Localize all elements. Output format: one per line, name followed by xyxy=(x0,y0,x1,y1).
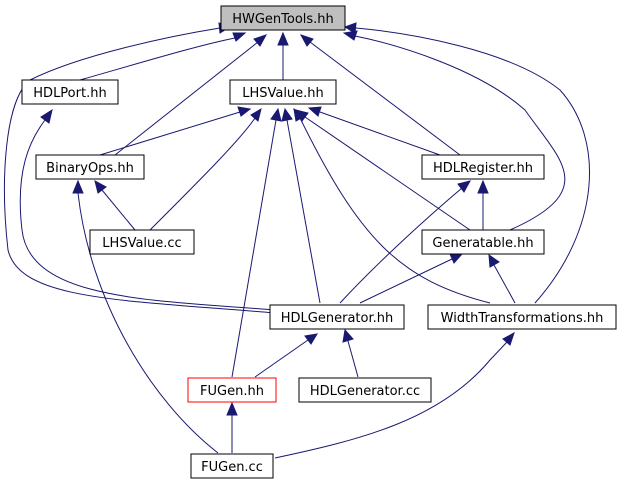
node-hdlport[interactable]: HDLPort.hh xyxy=(21,79,119,105)
arrow-head-icon xyxy=(342,328,354,343)
node-label: HWGenTools.hh xyxy=(232,12,334,27)
arrow-head-icon xyxy=(281,107,293,122)
arrow-head-icon xyxy=(40,108,53,124)
edges xyxy=(3,22,591,459)
edge-fugenhh-to-lhsvalue xyxy=(231,119,277,378)
arrow-head-icon xyxy=(270,107,282,122)
arrow-head-icon xyxy=(299,34,314,47)
node-hwgentools[interactable]: HWGenTools.hh xyxy=(220,5,346,31)
edge-widthtransformations-to-hwgentools xyxy=(355,27,591,304)
node-label: LHSValue.hh xyxy=(242,86,324,101)
node-label: Generatable.hh xyxy=(432,236,533,251)
edge-hdlregister-to-lhsvalue xyxy=(319,111,441,156)
edge-generatable-to-lhsvalue xyxy=(304,116,471,231)
arrow-head-icon xyxy=(94,180,107,194)
node-generatable[interactable]: Generatable.hh xyxy=(421,229,545,255)
arrow-head-icon xyxy=(304,333,318,345)
node-lhsvalue-cc[interactable]: LHSValue.cc xyxy=(89,229,195,255)
edge-hdlgenerator-to-lhsvalue xyxy=(286,119,321,304)
node-label: FUGen.hh xyxy=(200,384,264,399)
arrow-head-icon xyxy=(295,109,309,122)
node-binaryops[interactable]: BinaryOps.hh xyxy=(35,154,145,180)
node-label: HDLRegister.hh xyxy=(433,161,533,176)
edge-hdlport-to-hwgentools xyxy=(79,37,236,81)
node-widthtransformations[interactable]: WidthTransformations.hh xyxy=(427,304,617,330)
arrow-head-icon xyxy=(250,107,262,122)
arrow-head-icon xyxy=(237,106,252,117)
arrow-head-icon xyxy=(226,401,238,416)
edge-lhsvaluecc-to-lhsvalue xyxy=(149,117,256,231)
node-label: HDLPort.hh xyxy=(33,86,106,101)
node-hdlregister[interactable]: HDLRegister.hh xyxy=(421,154,545,180)
edge-widthtransformations-to-generatable xyxy=(493,264,516,304)
node-fugen-hh[interactable]: FUGen.hh xyxy=(187,377,277,403)
node-label: LHSValue.cc xyxy=(102,236,181,251)
edge-fugencc-to-binaryops xyxy=(77,192,219,454)
node-label: BinaryOps.hh xyxy=(46,161,134,176)
arrow-head-icon xyxy=(449,253,464,264)
node-hdlgenerator-cc[interactable]: HDLGenerator.cc xyxy=(298,377,432,403)
arrow-head-icon xyxy=(277,31,289,46)
node-label: HDLGenerator.hh xyxy=(281,311,393,326)
arrow-head-icon xyxy=(307,106,322,117)
node-label: HDLGenerator.cc xyxy=(310,384,420,399)
arrow-head-icon xyxy=(342,30,358,41)
edge-hdlgenerator-to-generatable xyxy=(359,258,453,304)
edge-hdlregister-to-hwgentools xyxy=(309,41,461,156)
edge-hdlgeneratorcc-to-hdlgenerator xyxy=(347,340,359,378)
edge-widthtransformations-to-lhsvalue xyxy=(299,117,491,304)
edge-fugencc-to-widthtransformations xyxy=(274,341,508,459)
arrow-head-icon xyxy=(72,179,84,194)
node-lhsvalue-hh[interactable]: LHSValue.hh xyxy=(229,79,337,105)
arrow-head-icon xyxy=(232,32,247,42)
edge-fugenhh-to-hdlgenerator xyxy=(254,339,309,378)
node-hdlgenerator-hh[interactable]: HDLGenerator.hh xyxy=(269,304,405,330)
arrow-head-icon xyxy=(253,34,268,47)
node-label: FUGen.cc xyxy=(201,460,263,475)
edge-hdlgenerator-to-hdlport xyxy=(19,119,276,311)
edge-hdlgenerator-to-hdlregister xyxy=(339,187,463,304)
arrow-head-icon xyxy=(457,180,471,193)
node-label: WidthTransformations.hh xyxy=(441,311,604,326)
arrow-head-icon xyxy=(502,331,515,346)
edge-generatable-to-hwgentools xyxy=(354,35,566,231)
arrow-head-icon xyxy=(488,253,500,268)
edge-hdlgenerator-to-hwgentools xyxy=(3,27,276,314)
edge-binaryops-to-hwgentools xyxy=(114,41,259,156)
node-fugen-cc[interactable]: FUGen.cc xyxy=(190,453,274,479)
arrow-head-icon xyxy=(477,179,489,194)
arrow-head-icon xyxy=(343,22,357,34)
edge-lhsvaluecc-to-binaryops xyxy=(101,189,136,231)
edge-binaryops-to-lhsvalue xyxy=(99,111,241,156)
